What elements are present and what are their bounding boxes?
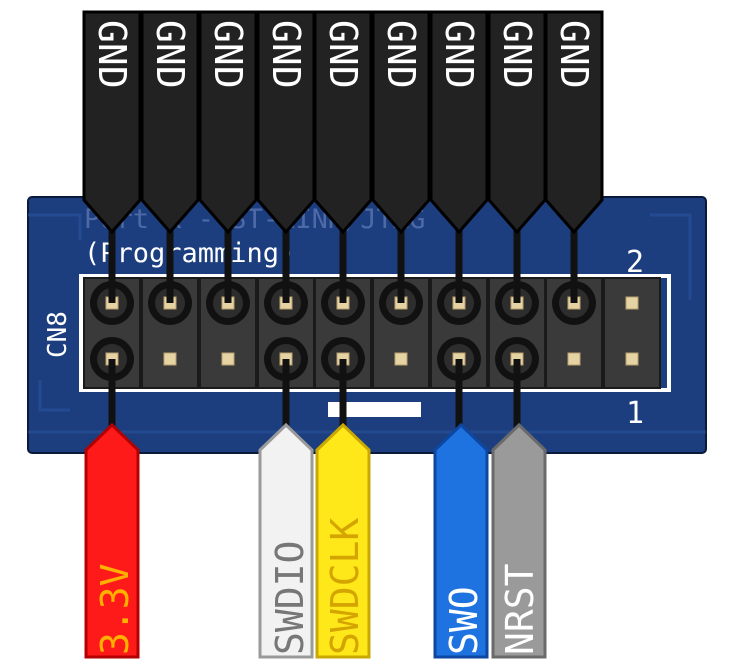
tag-3v3-label: 3.3V — [93, 563, 137, 655]
tag-3v3: 3.3V — [84, 422, 140, 659]
pin — [625, 296, 639, 310]
pin — [567, 352, 581, 366]
gnd-tag — [487, 10, 547, 235]
tag-swdio-label: SWDIO — [268, 541, 312, 655]
board-title-line2: (Programming) — [84, 238, 295, 269]
pin — [625, 352, 639, 366]
gnd-tag-label: GND — [206, 20, 250, 89]
gnd-tag — [313, 10, 373, 235]
gnd-tag-label: GND — [90, 20, 134, 89]
tag-swo: SWO — [433, 422, 489, 659]
gnd-tag — [256, 10, 316, 235]
pin-label-top: 2 — [626, 245, 644, 280]
gnd-tag — [429, 10, 489, 235]
board-trace — [28, 213, 82, 240]
gnd-tag-label: GND — [552, 20, 596, 89]
board-title-line1: Port K - ST-LINK/JTAG — [84, 204, 425, 235]
gnd-tag-label: GND — [321, 20, 365, 89]
tag-swo-label: SWO — [442, 586, 486, 655]
gnd-tag-label: GND — [437, 20, 481, 89]
top-wires — [108, 230, 578, 303]
tag-swdclk-label: SWDCLK — [323, 518, 367, 655]
pin — [221, 352, 235, 366]
tag-swdio: SWDIO — [258, 422, 314, 659]
gnd-tag — [140, 10, 200, 235]
gnd-tag — [198, 10, 258, 235]
board-trace — [650, 213, 692, 300]
board-trace — [38, 380, 70, 412]
gnd-tag-label: GND — [264, 20, 308, 89]
top-tags: GND GND GND GND GND GND GND GND GND — [82, 10, 604, 235]
bottom-wires — [108, 359, 521, 430]
tag-3v3-shape — [84, 422, 140, 659]
tag-nrst-label: NRST — [498, 563, 542, 655]
tag-swdio-shape — [258, 422, 314, 659]
gnd-tag — [82, 10, 142, 235]
gnd-tag-label: GND — [495, 20, 539, 89]
tag-nrst-shape — [491, 422, 547, 659]
pin — [163, 352, 177, 366]
pin1-marker — [328, 402, 421, 417]
tag-swdclk-shape — [315, 422, 371, 659]
tag-nrst: NRST — [491, 422, 547, 659]
tag-swo-shape — [433, 422, 489, 659]
gnd-tag — [371, 10, 431, 235]
gnd-tag-label: GND — [379, 20, 423, 89]
gnd-tag-label: GND — [148, 20, 192, 89]
header-outline — [79, 274, 671, 392]
tag-swdclk: SWDCLK — [315, 422, 371, 659]
housing-cell — [603, 277, 661, 389]
pin-label-bottom: 1 — [626, 396, 644, 431]
pin — [394, 352, 408, 366]
gnd-tag — [544, 10, 604, 235]
connector-label: CN8 — [43, 311, 73, 358]
